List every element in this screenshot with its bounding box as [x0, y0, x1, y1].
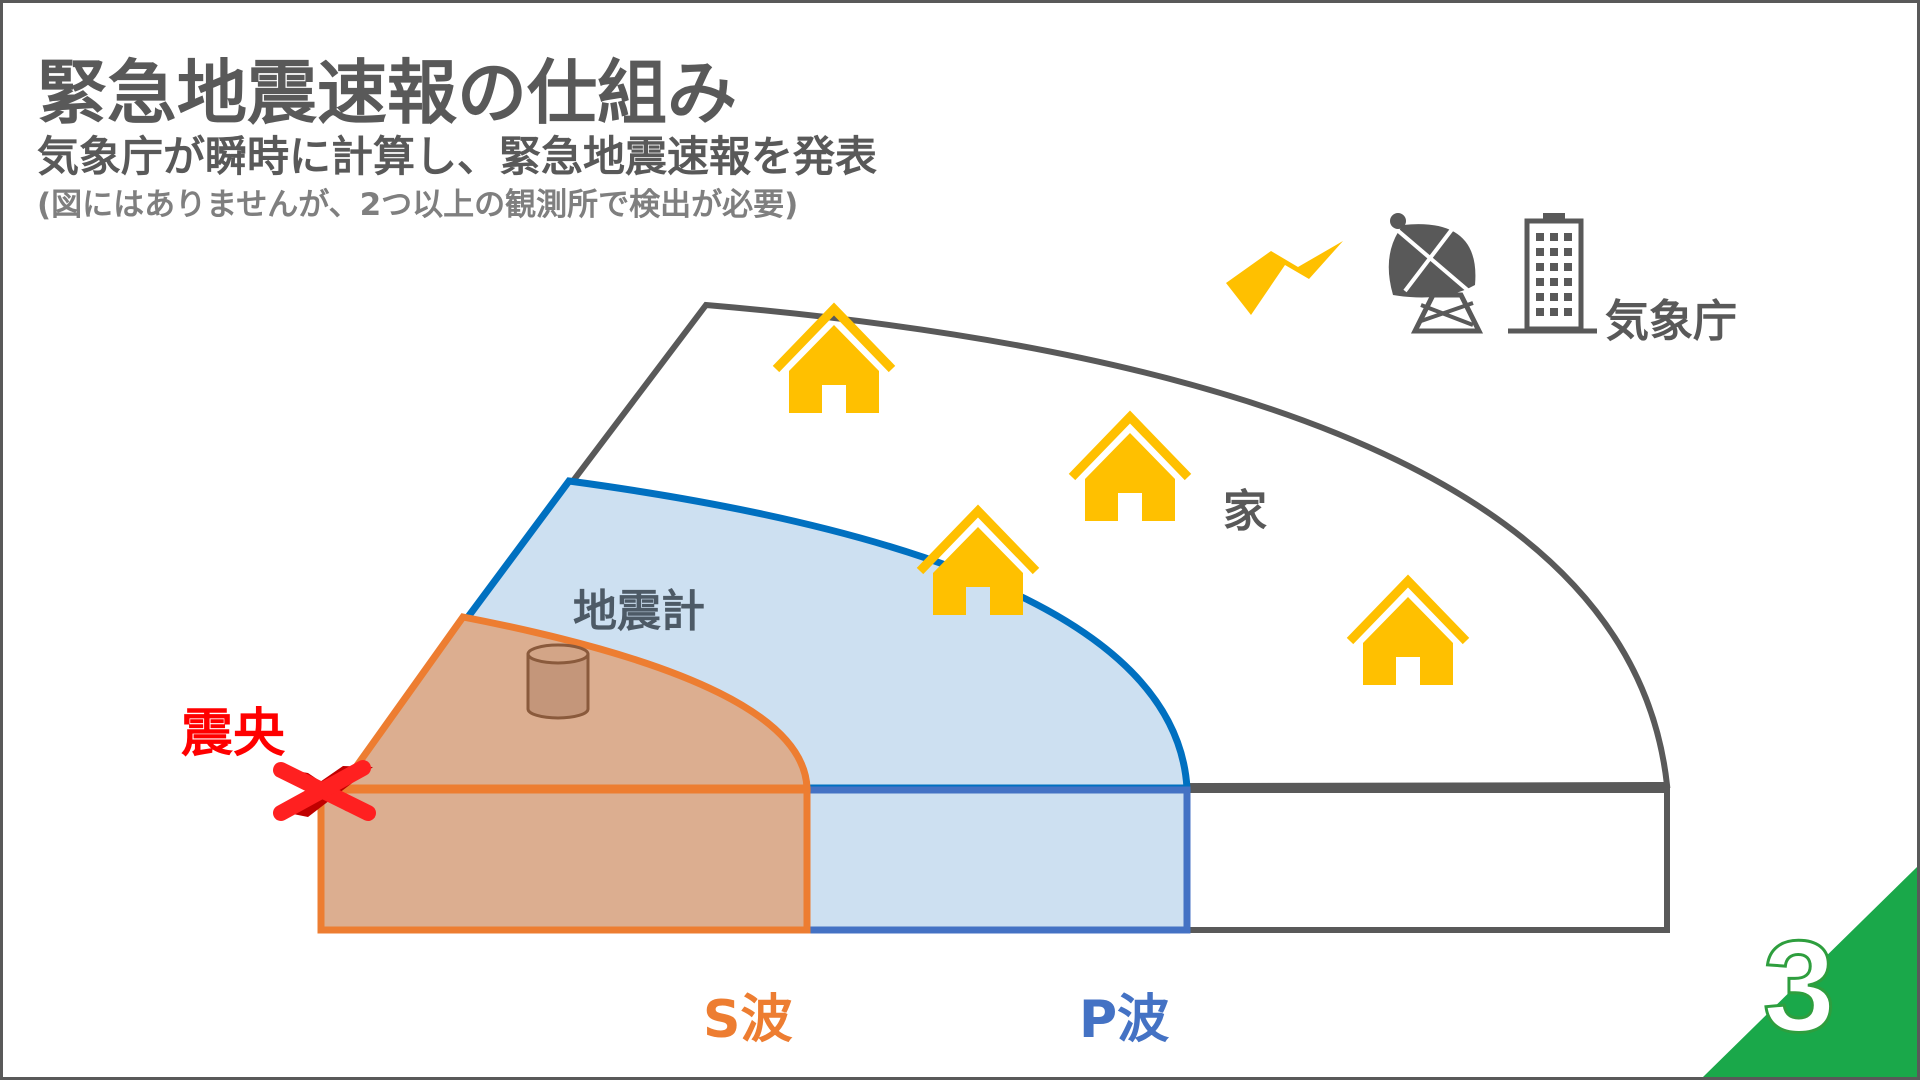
diagram	[273, 213, 1917, 1077]
p-wave-label: P波	[1079, 990, 1170, 1050]
house-icon	[1068, 410, 1192, 521]
s-wave-label: S波	[703, 990, 793, 1050]
page-note: (図にはありませんが、2つ以上の観測所で検出が必要)	[37, 187, 799, 223]
x-mark-icon	[273, 760, 376, 821]
epicenter-label: 震央	[181, 704, 286, 764]
page-badge	[1703, 867, 1917, 1077]
building-icon	[1508, 213, 1597, 334]
satellite-dish-icon	[1388, 213, 1484, 334]
house-label: 家	[1223, 486, 1267, 537]
agency-label: 気象庁	[1605, 296, 1737, 347]
page-subtitle: 気象庁が瞬時に計算し、緊急地震速報を発表	[37, 132, 878, 181]
house-icon	[772, 302, 896, 413]
page-number: 3	[1761, 912, 1836, 1061]
house-icon	[1346, 574, 1470, 685]
s-wave-ground-rect	[317, 786, 811, 934]
cylinder-icon	[526, 643, 590, 720]
page-title: 緊急地震速報の仕組み	[37, 52, 737, 134]
lightning-icon	[1226, 241, 1343, 315]
seismometer-label: 地震計	[573, 586, 705, 637]
house-icon	[916, 504, 1040, 615]
